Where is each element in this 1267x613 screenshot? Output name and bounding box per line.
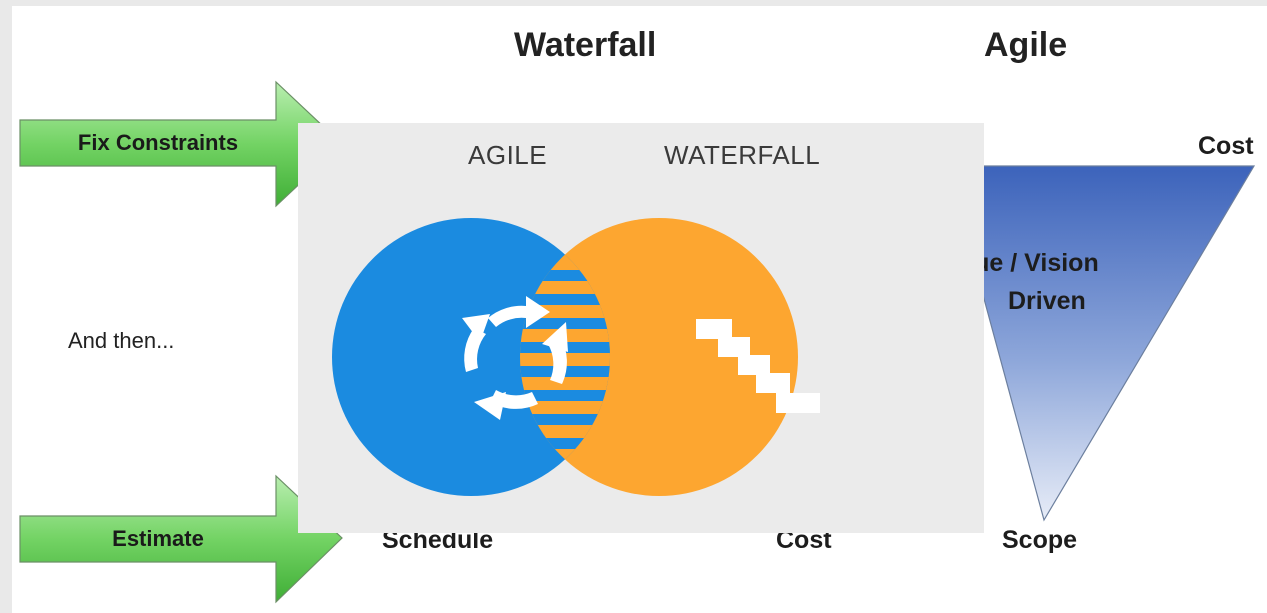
stairs-icon — [696, 319, 820, 413]
and-then-text: And then... — [68, 328, 175, 353]
cycle-arrows-icon — [462, 296, 568, 420]
agile-title: Agile — [984, 26, 1068, 64]
estimate-arrow — [19, 474, 343, 604]
agile-inverted-triangle — [947, 165, 1256, 522]
venn-overlay-card: AGILE WATERFALL — [298, 123, 984, 533]
fix-constraints-label: Fix Constraints — [77, 130, 239, 155]
venn-diagram — [332, 218, 820, 496]
triangle-scope-label: Scope — [1002, 526, 1078, 554]
venn-waterfall-title: WATERFALL — [664, 140, 821, 170]
diagram-canvas: Waterfall Agile Fix Constraints Estim — [12, 6, 1267, 613]
triangle-driven-label: Driven — [1008, 287, 1086, 315]
background-shapes — [19, 80, 1256, 604]
triangle-cost-label: Cost — [1198, 132, 1254, 160]
estimate-label: Estimate — [112, 526, 204, 551]
waterfall-title: Waterfall — [514, 26, 657, 64]
venn-agile-title: AGILE — [468, 140, 548, 170]
